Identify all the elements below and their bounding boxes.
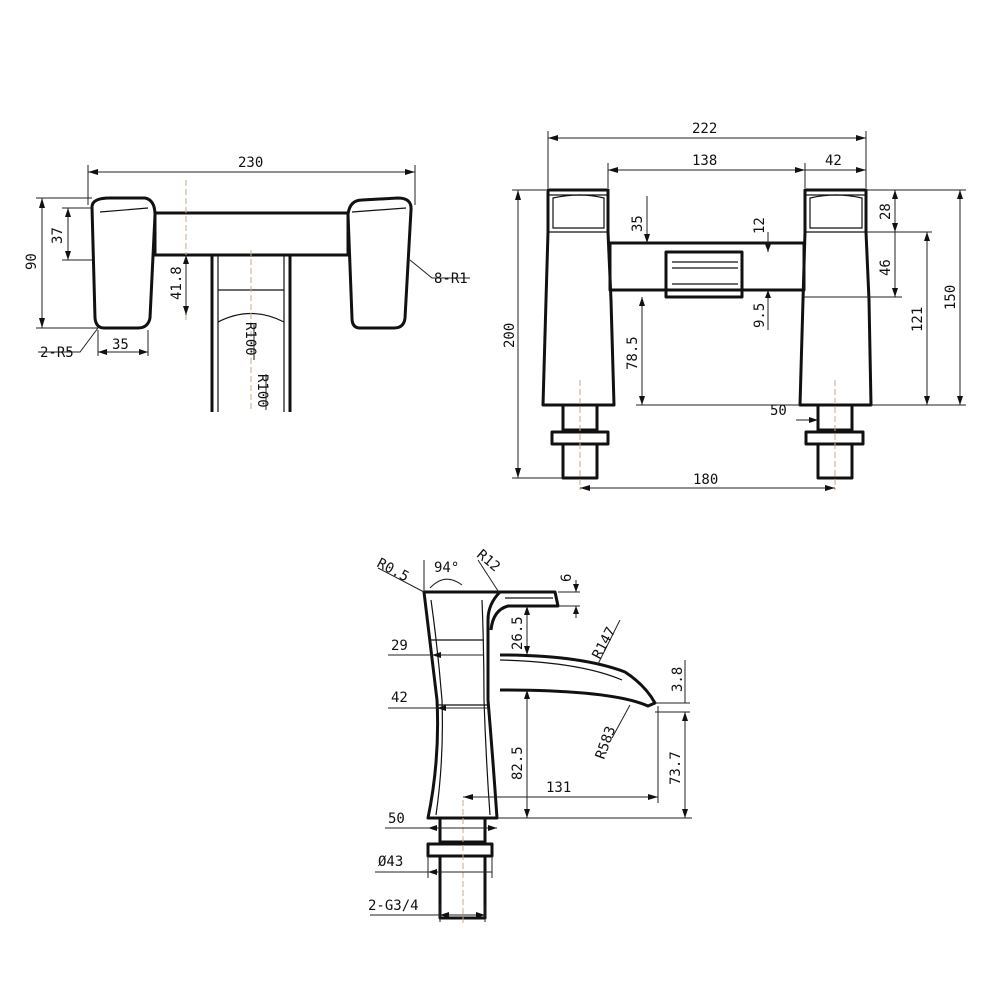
dim-222: 222 [692, 121, 717, 137]
dim-150: 150 [943, 285, 959, 310]
dim-78-5: 78.5 [625, 336, 641, 370]
dim-90: 90 [24, 253, 40, 270]
dim-82-5: 82.5 [510, 746, 526, 780]
dim-41-8: 41.8 [169, 266, 185, 300]
dim-138: 138 [692, 153, 717, 169]
dim-35: 35 [112, 337, 129, 353]
front-left-connector [550, 403, 610, 480]
dim-28: 28 [878, 203, 894, 220]
dim-3-8: 3.8 [670, 667, 686, 692]
front-cross-bar [608, 241, 806, 292]
label-r12: R12 [473, 547, 503, 576]
dim-50-front: 50 [770, 403, 787, 419]
top-view-bar [153, 211, 350, 257]
label-r100-b: R100 [254, 374, 270, 408]
dim-29: 29 [391, 638, 408, 654]
label-r100-a: R100 [242, 322, 258, 356]
front-spout [664, 250, 744, 299]
dim-200: 200 [502, 323, 518, 348]
dim-35-front: 35 [630, 215, 646, 232]
dim-6: 6 [559, 574, 575, 582]
dim-50-side: 50 [388, 811, 405, 827]
dim-12: 12 [752, 217, 768, 234]
side-lip [489, 590, 560, 631]
dim-180: 180 [693, 472, 718, 488]
dim-dia-43: Ø43 [378, 854, 403, 870]
dim-121: 121 [910, 307, 926, 332]
front-left-column [541, 188, 616, 407]
top-view-right-handle [346, 196, 413, 330]
dim-131: 131 [546, 780, 571, 796]
label-r583: R583 [593, 724, 620, 761]
dim-46: 46 [878, 259, 894, 276]
side-body [422, 590, 502, 820]
dim-26-5: 26.5 [510, 616, 526, 650]
label-94-deg: 94° [434, 560, 459, 576]
dim-230: 230 [238, 155, 263, 171]
dim-9-5: 9.5 [752, 303, 768, 328]
top-view: 230 90 37 41.8 35 2-R5 8-R1 R100 R100 [24, 155, 470, 412]
label-8-r1: 8-R1 [434, 271, 468, 287]
dim-37: 37 [50, 227, 66, 244]
label-2-g3-4: 2-G3/4 [368, 898, 419, 914]
label-2-r5: 2-R5 [40, 345, 74, 361]
side-view: R0.5 94° R12 6 26.5 R147 29 3.8 42 [368, 547, 692, 925]
label-r147: R147 [589, 625, 619, 662]
top-view-left-handle [90, 196, 157, 330]
side-spout [499, 653, 657, 708]
side-base [426, 816, 494, 920]
dim-42: 42 [825, 153, 842, 169]
front-right-connector [804, 403, 865, 480]
dim-42-side: 42 [391, 690, 408, 706]
label-r0-5: R0.5 [374, 555, 411, 585]
front-view: 222 138 42 200 35 12 9.5 78.5 [502, 121, 966, 491]
dim-73-7: 73.7 [668, 751, 684, 785]
